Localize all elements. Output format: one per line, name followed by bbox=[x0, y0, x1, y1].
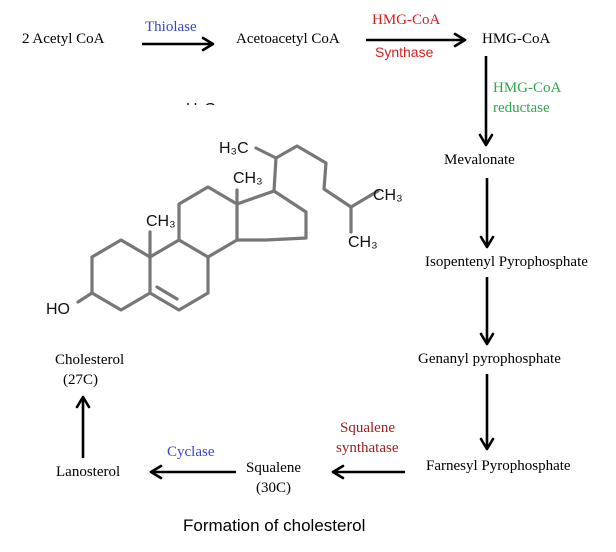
ch3-ring-label: CH₃ bbox=[233, 170, 263, 187]
arrow-mevalonate-to-ipp bbox=[479, 178, 495, 249]
hmg-reductase-label-line1: HMG-CoA bbox=[493, 80, 562, 96]
ch3-tail1-label: CH₃ bbox=[373, 187, 403, 204]
isopentenyl-pp-label: Isopentenyl Pyrophosphate bbox=[425, 254, 588, 270]
hmg-coa-label: HMG-CoA bbox=[482, 31, 551, 47]
arrow-hmg-synthase bbox=[366, 32, 467, 48]
squalene-label: Squalene bbox=[246, 460, 301, 476]
acetyl-coa-label: 2 Acetyl CoA bbox=[22, 31, 105, 47]
arrow-gpp-to-fpp bbox=[479, 374, 495, 451]
arrow-ipp-to-gpp bbox=[479, 277, 495, 346]
ho-label: HO bbox=[46, 301, 70, 318]
mevalonate-label: Mevalonate bbox=[444, 152, 515, 168]
squalene-carbons-label: (30C) bbox=[256, 480, 291, 496]
fragment-group: H₃C bbox=[186, 101, 216, 118]
hmg-synthase-label-line2: Synthase bbox=[375, 44, 434, 60]
arrow-hmg-reductase bbox=[478, 56, 494, 147]
figure-caption: Formation of cholesterol bbox=[183, 516, 366, 535]
fragment-label: H₃C bbox=[186, 101, 216, 118]
arrow-lanosterol-to-cholesterol bbox=[75, 395, 91, 458]
ch3-tail2-label: CH₃ bbox=[348, 234, 378, 251]
arrow-cyclase bbox=[149, 464, 236, 480]
farnesyl-pp-label: Farnesyl Pyrophosphate bbox=[426, 458, 571, 474]
thiolase-label: Thiolase bbox=[145, 19, 197, 35]
hmg-synthase-label-line1: HMG-CoA bbox=[372, 12, 441, 28]
ch3-ring2-label: CH₃ bbox=[146, 213, 176, 230]
squalene-synthatase-label-line1: Squalene bbox=[340, 420, 395, 436]
cholesterol-structure bbox=[76, 144, 380, 312]
arrow-thiolase bbox=[142, 36, 215, 52]
h3c-top-label: H₃C bbox=[219, 140, 249, 157]
cholesterol-carbons-label: (27C) bbox=[63, 372, 98, 388]
cyclase-label: Cyclase bbox=[167, 444, 215, 460]
squalene-synthatase-label-line2: synthatase bbox=[336, 440, 399, 456]
arrow-squalene-synthatase bbox=[331, 464, 405, 480]
acetoacetyl-coa-label: Acetoacetyl CoA bbox=[236, 31, 340, 47]
cholesterol-label: Cholesterol bbox=[55, 352, 125, 368]
geranyl-pp-label: Genanyl pyrophosphate bbox=[418, 351, 561, 367]
hmg-reductase-label-line2: reductase bbox=[493, 100, 550, 116]
lanosterol-label: Lanosterol bbox=[56, 464, 121, 480]
